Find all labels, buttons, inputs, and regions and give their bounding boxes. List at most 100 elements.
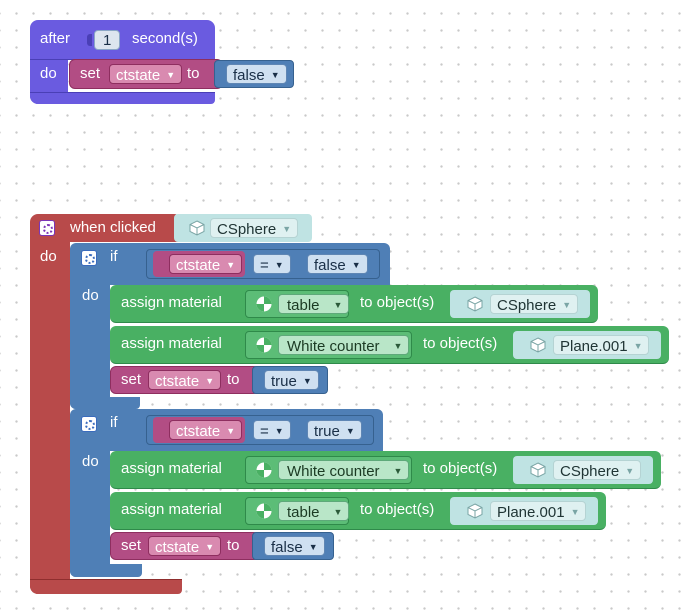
compare-value-dropdown[interactable]: true▼ [307,420,362,440]
object-value-block[interactable]: Plane.001▼ [513,331,661,359]
compare-variable-block[interactable]: ctstate ▼ [153,251,245,277]
boolean-dropdown[interactable]: false ▼ [264,536,325,556]
boolean-value: false [271,539,303,556]
to-objects-label: to object(s) [360,501,435,518]
operator-dropdown[interactable]: =▼ [253,254,291,274]
variable-name: ctstate [176,423,221,440]
variable-name: ctstate [155,373,200,390]
compare-value-dropdown[interactable]: false ▼ [307,254,368,274]
if-block-bottom-bar [70,564,142,577]
boolean-value-block[interactable]: false ▼ [252,532,334,560]
assign-material-block[interactable]: assign material table▼ to object(s) CSph… [110,285,598,323]
set-label: set [121,537,142,554]
material-value-block[interactable]: White counter ▼ [245,456,412,484]
variable-name: ctstate [155,539,200,556]
dropdown-arrow-icon: ▼ [205,376,215,386]
if-block-spine [70,285,110,409]
dropdown-arrow-icon: ▼ [226,426,236,436]
to-objects-label: to object(s) [423,335,498,352]
assign-material-label: assign material [121,294,222,311]
material-name: table [287,297,320,314]
object-dropdown[interactable]: CSphere▼ [210,218,299,238]
object-dropdown[interactable]: Plane.001▼ [553,335,650,355]
dropdown-arrow-icon: ▼ [333,507,343,517]
material-dropdown[interactable]: White counter ▼ [278,460,410,480]
compare-block-1[interactable]: ctstate ▼ =▼ false ▼ [146,249,380,279]
object-dropdown[interactable]: Plane.001▼ [490,501,587,521]
variable-dropdown[interactable]: ctstate ▼ [169,254,243,274]
dropdown-arrow-icon: ▼ [351,260,361,270]
assign-material-block[interactable]: assign material White counter ▼ to object… [110,326,669,364]
assign-material-block[interactable]: assign material table ▼ to object(s) Plan… [110,492,606,530]
event-block-spine [30,242,70,594]
material-dropdown[interactable]: White counter ▼ [278,335,410,355]
do-label: do [82,453,99,470]
assign-material-label: assign material [121,501,222,518]
material-name: table [287,504,320,521]
object-value-block[interactable]: Plane.001▼ [450,497,598,525]
cube-icon [530,337,546,353]
after-seconds-block[interactable]: after 1 second(s) do [30,20,215,104]
assign-material-block[interactable]: assign material White counter▼ to object… [110,451,661,489]
material-dropdown[interactable]: table ▼ [278,294,350,314]
dropdown-arrow-icon: ▼ [393,466,403,476]
variable-dropdown[interactable]: ctstate ▼ [169,420,243,440]
set-variable-block[interactable]: set ctstate▼ to [110,532,260,560]
dropdown-arrow-icon: ▼ [274,426,284,436]
variable-dropdown[interactable]: ctstate▼ [109,64,183,84]
material-value-block[interactable]: table ▼ [245,497,350,525]
material-value-block[interactable]: White counter ▼ [245,331,412,359]
material-name: White counter [287,338,380,355]
dropdown-arrow-icon: ▼ [166,70,176,80]
material-dropdown[interactable]: table ▼ [278,501,350,521]
operator-value: = [260,257,269,274]
set-label: set [121,371,142,388]
after-block-bottom-bar [30,92,215,104]
variable-dropdown[interactable]: ctstate▼ [148,536,222,556]
dropdown-arrow-icon: ▼ [333,300,343,310]
seconds-socket [87,34,92,46]
if-block-spine [70,451,110,577]
object-value-block[interactable]: CSphere▼ [174,214,312,242]
object-dropdown[interactable]: CSphere▼ [553,460,642,480]
dropdown-arrow-icon: ▼ [345,426,355,436]
compare-value: false [314,257,346,274]
dropdown-arrow-icon: ▼ [226,260,236,270]
set-variable-block[interactable]: set ctstate▼ to [110,366,260,394]
gear-icon[interactable] [81,250,97,266]
compare-variable-block[interactable]: ctstate ▼ [153,417,245,443]
seconds-value-field[interactable]: 1 [94,30,121,50]
boolean-value-block[interactable]: false▼ [214,60,294,88]
dropdown-arrow-icon: ▼ [282,224,292,234]
boolean-dropdown[interactable]: true▼ [264,370,319,390]
gear-icon[interactable] [81,416,97,432]
boolean-value-block[interactable]: true▼ [252,366,328,394]
material-sphere-icon [256,337,272,353]
material-value-block[interactable]: table ▼ [245,290,350,318]
object-value-block[interactable]: CSphere▼ [513,456,653,484]
dropdown-arrow-icon: ▼ [393,341,403,351]
operator-dropdown[interactable]: =▼ [253,420,291,440]
cube-icon [530,462,546,478]
set-variable-block[interactable]: set ctstate▼ to [69,59,223,89]
cube-icon [467,503,483,519]
assign-material-label: assign material [121,335,222,352]
material-name: White counter [287,463,380,480]
gear-icon[interactable] [39,220,55,236]
dropdown-arrow-icon: ▼ [625,466,635,476]
assign-material-label: assign material [121,460,222,477]
variable-dropdown[interactable]: ctstate ▼ [148,370,222,390]
do-label: do [82,287,99,304]
when-clicked-event-block[interactable]: when clicked do [30,214,182,594]
event-block-bottom-bar [30,579,182,594]
dropdown-arrow-icon: ▼ [302,376,312,386]
object-name: Plane.001 [497,504,565,521]
if-label: if [110,248,118,265]
variable-name: ctstate [176,257,221,274]
dropdown-arrow-icon: ▼ [308,542,318,552]
object-value-block[interactable]: CSphere▼ [450,290,590,318]
boolean-dropdown[interactable]: false▼ [226,64,287,84]
compare-block-2[interactable]: ctstate ▼ =▼ true▼ [146,415,374,445]
object-dropdown[interactable]: CSphere▼ [490,294,579,314]
